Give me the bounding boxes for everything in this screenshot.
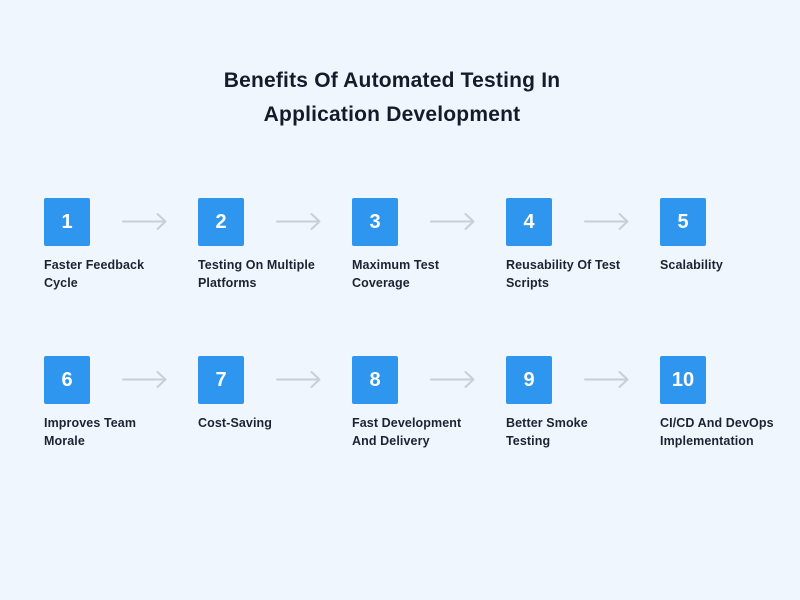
- step-label-4: Reusability Of Test Scripts: [506, 257, 638, 292]
- steps-row-2: 6 Improves Team Morale 7 Cost-Saving: [44, 356, 800, 450]
- step-label-line: Morale: [44, 433, 85, 448]
- steps-row-1: 1 Faster Feedback Cycle 2 Testing On Mul…: [44, 198, 800, 292]
- step-label-7: Cost-Saving: [198, 415, 330, 433]
- step-number: 7: [215, 368, 227, 391]
- arrow-right-icon: [584, 371, 629, 388]
- step-number-badge-8: 8: [352, 356, 398, 404]
- step-number: 3: [369, 210, 381, 233]
- step-label-2: Testing On Multiple Platforms: [198, 257, 330, 292]
- step-item-8: 8 Fast Development And Delivery: [352, 356, 506, 450]
- step-number-badge-7: 7: [198, 356, 244, 404]
- arrow-right-icon: [122, 371, 167, 388]
- step-label-line: Cycle: [44, 275, 78, 290]
- arrow-right-icon: [276, 213, 321, 230]
- step-number: 5: [677, 210, 689, 233]
- step-number-badge-10: 10: [660, 356, 706, 404]
- step-label-line: Scripts: [506, 275, 550, 290]
- step-number: 6: [61, 368, 73, 391]
- step-item-1: 1 Faster Feedback Cycle: [44, 198, 198, 292]
- step-label-line: And Delivery: [352, 433, 430, 448]
- step-label-line: Cost-Saving: [198, 416, 273, 430]
- step-label-5: Scalability: [660, 257, 792, 275]
- step-number: 8: [369, 368, 381, 391]
- step-item-6: 6 Improves Team Morale: [44, 356, 198, 450]
- page-title: Benefits Of Automated Testing In Applica…: [0, 64, 784, 132]
- step-number-badge-5: 5: [660, 198, 706, 246]
- arrow-right-icon: [430, 371, 475, 388]
- step-number: 9: [523, 368, 535, 391]
- step-label-line: Maximum Test: [352, 258, 440, 272]
- step-label-line: CI/CD And DevOps: [660, 416, 774, 430]
- arrow-right-icon: [276, 371, 321, 388]
- step-number: 4: [523, 210, 535, 233]
- step-label-1: Faster Feedback Cycle: [44, 257, 176, 292]
- step-number-badge-9: 9: [506, 356, 552, 404]
- step-item-10: 10 CI/CD And DevOps Implementation: [660, 356, 800, 450]
- step-label-line: Faster Feedback: [44, 258, 145, 272]
- step-label-10: CI/CD And DevOps Implementation: [660, 415, 792, 450]
- step-item-7: 7 Cost-Saving: [198, 356, 352, 450]
- step-label-3: Maximum Test Coverage: [352, 257, 484, 292]
- step-label-line: Improves Team: [44, 416, 137, 430]
- step-item-9: 9 Better Smoke Testing: [506, 356, 660, 450]
- step-item-4: 4 Reusability Of Test Scripts: [506, 198, 660, 292]
- step-label-line: Fast Development: [352, 416, 462, 430]
- step-label-line: Testing: [506, 433, 551, 448]
- step-label-9: Better Smoke Testing: [506, 415, 638, 450]
- step-label-line: Testing On Multiple: [198, 258, 315, 272]
- page-title-line-1: Benefits Of Automated Testing In: [223, 69, 561, 92]
- step-item-5: 5 Scalability: [660, 198, 800, 292]
- step-item-2: 2 Testing On Multiple Platforms: [198, 198, 352, 292]
- step-label-line: Better Smoke: [506, 416, 588, 430]
- step-number-badge-6: 6: [44, 356, 90, 404]
- arrow-right-icon: [430, 213, 475, 230]
- step-label-line: Platforms: [198, 275, 257, 290]
- step-label-line: Reusability Of Test: [506, 258, 621, 272]
- arrow-right-icon: [122, 213, 167, 230]
- arrow-right-icon: [584, 213, 629, 230]
- step-number-badge-1: 1: [44, 198, 90, 246]
- step-label-6: Improves Team Morale: [44, 415, 176, 450]
- step-number-badge-4: 4: [506, 198, 552, 246]
- step-label-8: Fast Development And Delivery: [352, 415, 484, 450]
- step-number: 1: [61, 210, 73, 233]
- step-number-badge-3: 3: [352, 198, 398, 246]
- step-label-line: Scalability: [660, 258, 723, 272]
- step-label-line: Coverage: [352, 275, 410, 290]
- step-number: 10: [671, 368, 695, 391]
- step-label-line: Implementation: [660, 433, 754, 448]
- page-title-line-2: Application Development: [263, 103, 521, 126]
- step-number: 2: [215, 210, 227, 233]
- step-number-badge-2: 2: [198, 198, 244, 246]
- step-item-3: 3 Maximum Test Coverage: [352, 198, 506, 292]
